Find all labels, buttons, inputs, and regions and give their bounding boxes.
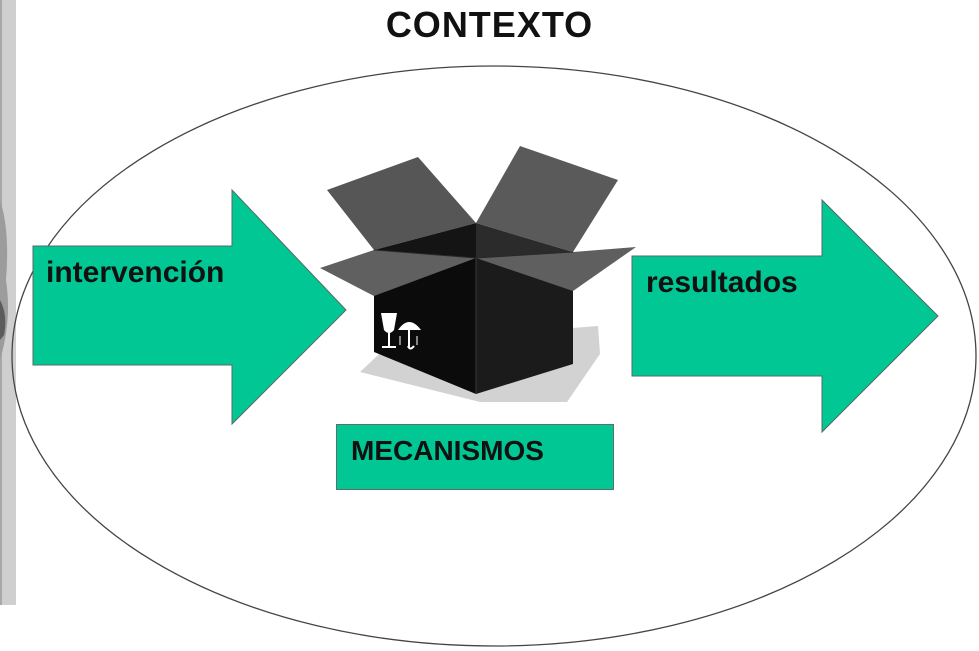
results-arrow [631, 198, 939, 434]
umbrella-icon [398, 322, 421, 350]
black-box-icon [320, 146, 636, 402]
intervention-label: intervención [46, 256, 225, 289]
diagram-title: CONTEXTO [385, 4, 594, 45]
fragile-glass-icon [381, 313, 397, 348]
left-photo-strip [0, 0, 16, 605]
mechanisms-box: MECANISMOS [336, 424, 614, 490]
mechanisms-label: MECANISMOS [351, 435, 544, 466]
results-label: resultados [646, 266, 798, 299]
context-ellipse [11, 65, 977, 647]
intervention-arrow [32, 188, 347, 426]
